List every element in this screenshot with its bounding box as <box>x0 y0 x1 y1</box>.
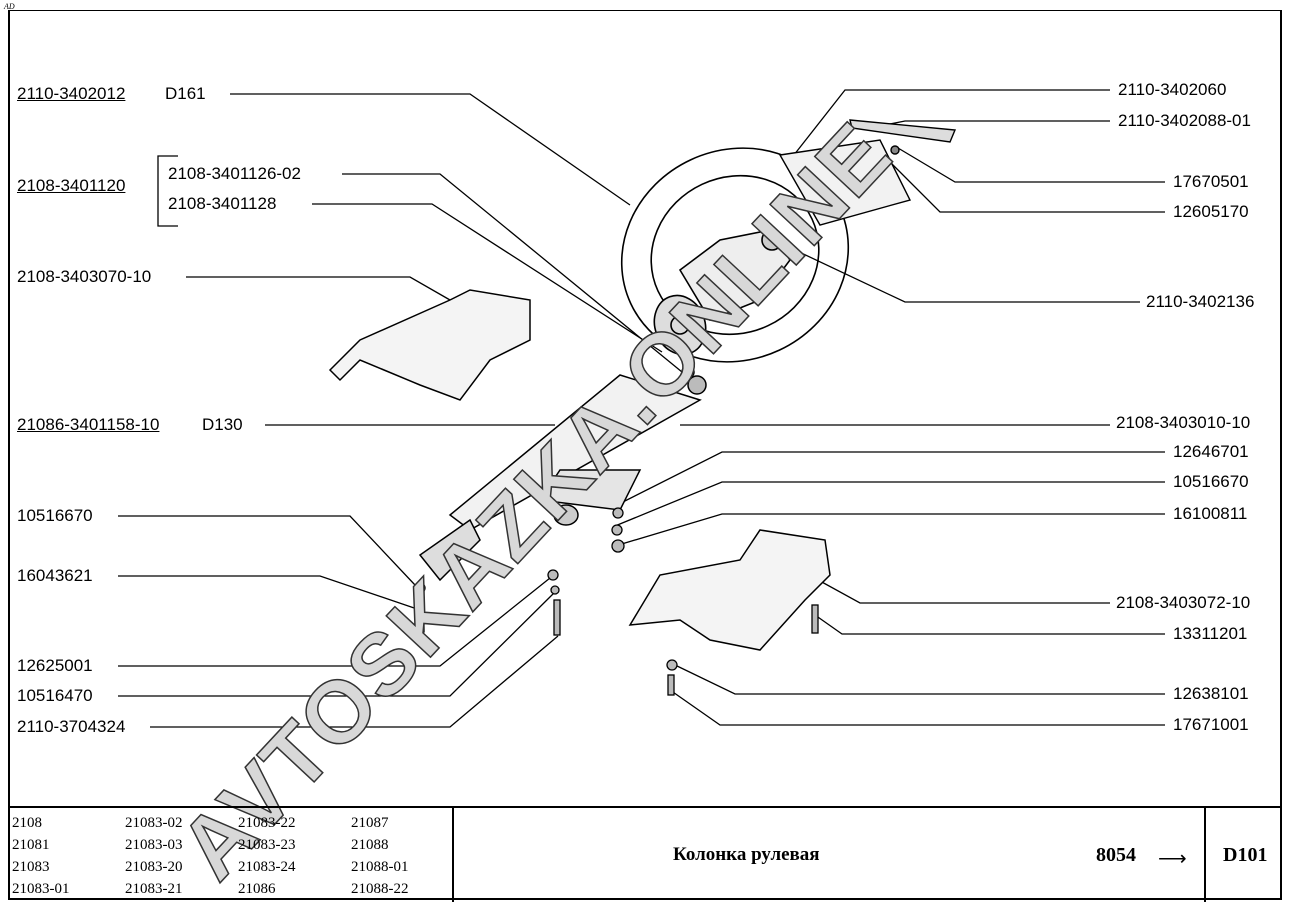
model-item: 21086 <box>238 881 276 897</box>
label-screw-2[interactable]: 17671001 <box>1173 715 1249 734</box>
label-washer-2[interactable]: 10516670 <box>1173 472 1249 491</box>
label-shaft-kit[interactable]: 2108-3401120 <box>17 176 126 195</box>
model-item: 21083-21 <box>125 881 183 897</box>
divider <box>452 808 454 902</box>
leader-bolt-left <box>118 575 421 611</box>
model-item: 21083-03 <box>125 837 183 853</box>
model-item: 21081 <box>12 837 50 853</box>
leader-nut-1 <box>614 513 1165 547</box>
label-bushing-2[interactable]: 2108-3401128 <box>168 194 277 213</box>
model-item: 2108 <box>12 815 42 831</box>
leader-screw-cover <box>814 614 1165 635</box>
model-list: 2108 21083-02 21083-22 21087 21081 21083… <box>12 812 452 900</box>
arrow-right-icon: ⟶ <box>1158 848 1187 870</box>
leader-washer-2 <box>614 481 1165 527</box>
label-washer-1[interactable]: 12646701 <box>1173 442 1249 461</box>
leader-spring-pad <box>889 161 1165 213</box>
model-item: 21083-24 <box>238 859 296 875</box>
label-wheel-nut[interactable]: 2110-3402136 <box>1146 292 1255 311</box>
model-item: 21083-02 <box>125 815 183 831</box>
label-column-kit[interactable]: 21086-3401158-10 <box>17 415 160 434</box>
model-item: 21087 <box>351 815 389 831</box>
label-bracket[interactable]: 2108-3403010-10 <box>1116 413 1251 432</box>
leader-washer-b <box>118 591 556 697</box>
drawing-frame <box>8 10 1282 900</box>
leader-bushing-1 <box>342 173 683 373</box>
divider <box>1204 808 1206 902</box>
label-bolt-left[interactable]: 16043621 <box>17 566 93 585</box>
model-item: 21083-23 <box>238 837 296 853</box>
label-pad-plate[interactable]: 2110-3402088-01 <box>1118 111 1251 130</box>
label-washer-a[interactable]: 12625001 <box>17 656 93 675</box>
model-item: 21083 <box>12 859 50 875</box>
model-item: 21083-20 <box>125 859 183 875</box>
leader-wheel-nut <box>777 241 1140 303</box>
model-item: 21083-22 <box>238 815 296 831</box>
label-screw-cover[interactable]: 13311201 <box>1173 624 1248 643</box>
leader-lower-cover <box>799 569 1110 604</box>
label-screw-pad[interactable]: 17670501 <box>1173 172 1249 191</box>
label-washer-3[interactable]: 12638101 <box>1173 684 1249 703</box>
leader-washer-1 <box>614 451 1165 507</box>
label-bushing-1[interactable]: 2108-3401126-02 <box>168 164 301 183</box>
label-column-ref[interactable]: D130 <box>202 415 243 434</box>
label-wheel-kit[interactable]: 2110-3402012 <box>17 84 126 103</box>
page-ref[interactable]: D101 <box>1223 844 1268 866</box>
kit-bracket <box>157 155 178 227</box>
label-lower-cover[interactable]: 2108-3403072-10 <box>1116 593 1251 612</box>
model-item: 21088-22 <box>351 881 409 897</box>
leader-pad <box>789 89 1110 161</box>
corner-mark: AD <box>4 2 15 11</box>
label-upper-cover[interactable]: 2108-3403070-10 <box>17 267 152 286</box>
leader-upper-cover <box>186 276 451 301</box>
leader-washer-3 <box>674 664 1165 695</box>
model-item: 21088 <box>351 837 389 853</box>
leader-pad-plate <box>879 120 1110 127</box>
leader-bushing-2 <box>312 203 663 353</box>
leader-washer-left <box>118 515 416 586</box>
small-fasteners <box>414 507 819 696</box>
label-spring-pad[interactable]: 12605170 <box>1173 202 1249 221</box>
label-washer-b[interactable]: 10516470 <box>17 686 93 705</box>
upper-cover <box>328 289 531 401</box>
title-block: 2108 21083-02 21083-22 21087 21081 21083… <box>8 806 1282 902</box>
leader-wheel <box>230 93 631 206</box>
label-washer-left[interactable]: 10516670 <box>17 506 93 525</box>
label-pad[interactable]: 2110-3402060 <box>1118 80 1227 99</box>
model-item: 21083-01 <box>12 881 70 897</box>
horn-pad <box>778 119 957 226</box>
label-screw-bottom[interactable]: 2110-3704324 <box>17 717 126 736</box>
leader-screw-bottom <box>150 635 559 728</box>
label-wheel-ref[interactable]: D161 <box>165 84 206 103</box>
leader-washer-a <box>118 577 551 667</box>
section-code: 8054 <box>1096 844 1136 866</box>
label-nut-1[interactable]: 16100811 <box>1173 504 1248 523</box>
model-item: 21088-01 <box>351 859 409 875</box>
leader-screw-pad <box>897 147 1165 183</box>
drawing-title: Колонка рулевая <box>673 844 820 865</box>
leader-screw-2 <box>669 689 1165 726</box>
lower-cover <box>628 529 831 651</box>
steering-column <box>418 365 707 582</box>
